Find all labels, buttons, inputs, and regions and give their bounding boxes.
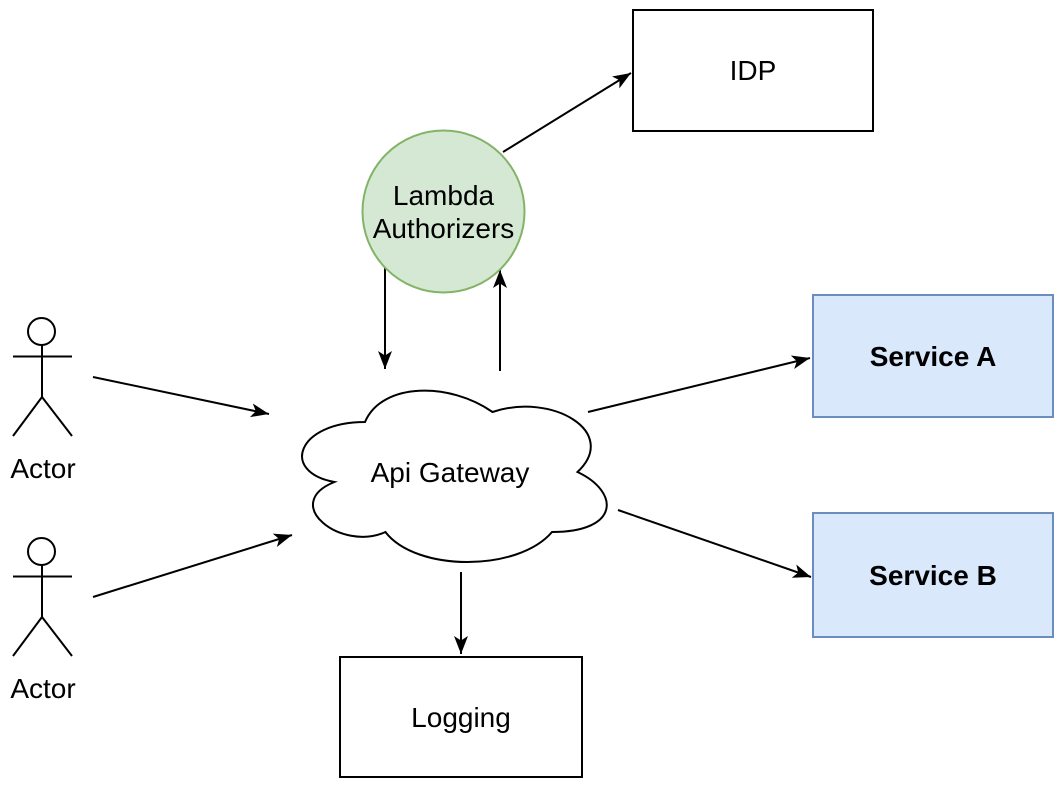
actor-bottom-head [27, 537, 56, 566]
node-lambda-authorizers-circle [361, 129, 526, 294]
actor-top-right-leg [41, 396, 73, 437]
actor-top-figure [12, 317, 73, 437]
node-service-b-box [812, 512, 1054, 638]
edge-actor-bottom-to-api-gateway [92, 533, 293, 598]
edge-actor-top-to-api-gateway [92, 376, 270, 418]
actor-bottom-figure [12, 537, 73, 657]
node-idp-box [632, 9, 874, 132]
actor-top-head [27, 317, 56, 346]
node-service-a-box [812, 294, 1054, 418]
actor-top-left-leg [12, 396, 43, 437]
edge-api-gateway-to-service-a [587, 355, 811, 413]
edge-lambda-authorizers-to-idp [502, 72, 632, 153]
node-logging-box [339, 656, 583, 778]
actor-bottom-left-leg [12, 616, 43, 657]
edge-api-gateway-to-service-b [617, 509, 812, 578]
actor-bottom-right-leg [41, 616, 73, 657]
node-api-gateway-cloud [301, 389, 608, 563]
